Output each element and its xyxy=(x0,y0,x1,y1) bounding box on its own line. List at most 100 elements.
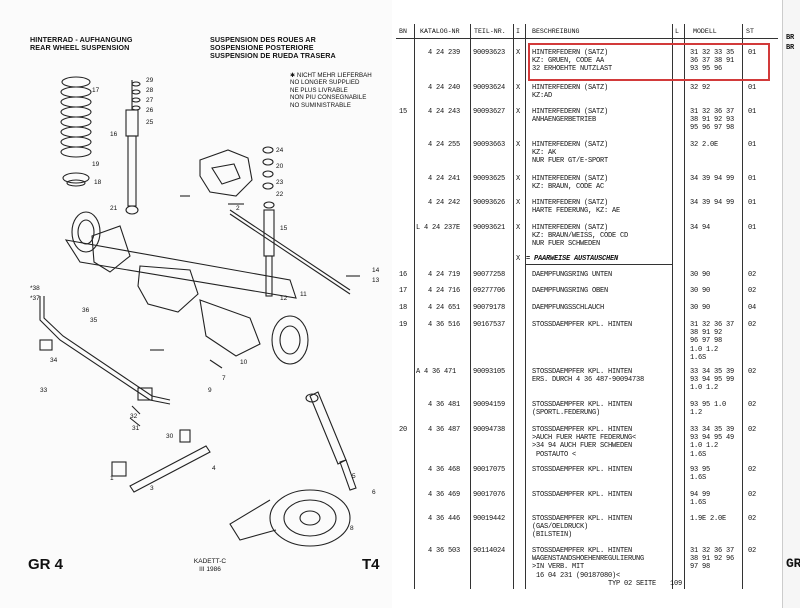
column-divider xyxy=(672,24,673,589)
model-codes: 34 39 94 99 xyxy=(690,175,735,183)
edge-footer: GR xyxy=(786,556,800,571)
part-number: 90093623 xyxy=(473,49,506,57)
model-codes: 93 95 1.6S xyxy=(690,466,711,483)
model-codes: 34 94 xyxy=(690,224,711,232)
part-number: 90114024 xyxy=(473,547,506,555)
callout-label: 31 xyxy=(132,425,140,432)
catalog-number: 4 36 468 xyxy=(428,466,461,474)
callout-label: 9 xyxy=(208,387,212,394)
col-header-l: L xyxy=(675,28,679,35)
description: STOSSDAEMPFER KPL. HINTEN WAGENSTANDSHOE… xyxy=(532,547,645,580)
upper-bracket-drawing xyxy=(199,146,274,197)
callout-label: 11 xyxy=(300,291,307,298)
quantity: 01 xyxy=(748,224,757,232)
column-divider xyxy=(684,24,685,589)
callout-label: 25 xyxy=(146,119,154,126)
callout-label: 30 xyxy=(166,433,174,440)
part-number: 90093624 xyxy=(473,84,506,92)
quantity: 02 xyxy=(748,491,757,499)
col-header-i: I xyxy=(516,28,520,35)
column-divider xyxy=(525,24,526,589)
callout-labels: 29 28 27 26 25 17 19 18 16 24 20 23 22 2… xyxy=(30,77,380,532)
header-line: SUSPENSION DE RUEDA TRASERA xyxy=(210,51,336,60)
callout-label: 36 xyxy=(82,307,90,314)
catalog-number: 4 24 719 xyxy=(428,271,461,279)
legend-line: ✱ NICHT MEHR LIEFERBAH xyxy=(290,72,372,79)
edge-text: BR xyxy=(786,44,795,52)
part-number: 90093625 xyxy=(473,175,506,183)
model-codes: 33 34 35 39 93 94 95 99 1.0 1.2 xyxy=(690,368,735,393)
catalog-number: 4 24 240 xyxy=(428,84,461,92)
quantity: 01 xyxy=(748,84,757,92)
column-divider xyxy=(742,24,743,589)
part-number: 90094738 xyxy=(473,426,506,434)
callout-label: 27 xyxy=(146,97,154,104)
part-number: 90093621 xyxy=(473,224,506,232)
callout-label: 33 xyxy=(40,387,48,394)
left-catalog-page: HINTERRAD - AUFHANGUNG REAR WHEEL SUSPEN… xyxy=(0,0,392,608)
figure-number: 19 xyxy=(399,321,408,329)
model-footer: KADETT-C III 1986 xyxy=(180,558,240,574)
index-mark: X xyxy=(516,224,521,232)
callout-label: 18 xyxy=(94,179,102,186)
quantity: 01 xyxy=(748,49,757,57)
col-header-teil: TEIL-NR. xyxy=(474,28,506,35)
quantity: 02 xyxy=(748,287,757,295)
model-name: KADETT-C xyxy=(193,558,227,565)
right-catalog-page xyxy=(392,0,780,608)
note-underline xyxy=(526,264,672,265)
quantity: 01 xyxy=(748,141,757,149)
description: STOSSDAEMPFER KPL. HINTEN ERS. DURCH 4 3… xyxy=(532,368,645,385)
catalog-number: A 4 36 471 xyxy=(416,368,457,376)
description: HINTERFEDERN (SATZ) KZ: GRUEN, CODE AA 3… xyxy=(532,49,613,74)
callout-label: 28 xyxy=(146,87,154,94)
callout-label: 8 xyxy=(350,525,354,532)
quantity: 01 xyxy=(748,108,757,116)
edge-text: BR xyxy=(786,34,795,42)
part-number: 90094159 xyxy=(473,401,506,409)
description: HINTERFEDERN (SATZ) HARTE FEDERUNG, KZ: … xyxy=(532,199,621,216)
callout-label: 1 xyxy=(110,475,114,482)
model-codes: 32 92 xyxy=(690,84,711,92)
part-number: 90093105 xyxy=(473,368,506,376)
header-line: SOSPENSIONE POSTERIORE xyxy=(210,43,314,52)
catalog-number: L 4 24 237E xyxy=(416,224,461,232)
description: HINTERFEDERN (SATZ) KZ:AD xyxy=(532,84,609,101)
description: STOSSDAEMPFER KPL. HINTEN (SPORTL.FEDERU… xyxy=(532,401,633,418)
callout-label: 2 xyxy=(236,205,240,212)
callout-label: 23 xyxy=(276,179,284,186)
catalog-number: 4 24 716 xyxy=(428,287,461,295)
brake-drum-drawing xyxy=(229,489,351,547)
description: HINTERFEDERN (SATZ) KZ: AK NUR FUER GT/E… xyxy=(532,141,609,166)
quantity: 02 xyxy=(748,271,757,279)
callout-label: 14 xyxy=(372,267,380,274)
next-page-edge: BR BR GR xyxy=(782,0,800,608)
quantity: 02 xyxy=(748,547,757,555)
column-divider xyxy=(414,24,415,589)
model-codes: 30 90 xyxy=(690,287,711,295)
callout-label: 4 xyxy=(212,465,216,472)
callout-label: 32 xyxy=(130,413,138,420)
quantity: 02 xyxy=(748,368,757,376)
description: HINTERFEDERN (SATZ) KZ: BRAUN, CODE AC xyxy=(532,175,609,192)
col-header-katalog: KATALOG-NR xyxy=(420,28,460,35)
description: HINTERFEDERN (SATZ) KZ: BRAUN/WEISS, COD… xyxy=(532,224,629,249)
index-mark: X xyxy=(516,255,521,263)
part-number: 90093627 xyxy=(473,108,506,116)
part-number: 90093663 xyxy=(473,141,506,149)
header-line: REAR WHEEL SUSPENSION xyxy=(30,43,130,52)
description: STOSSDAEMPFER KPL. HINTEN xyxy=(532,491,633,499)
quantity: 04 xyxy=(748,304,757,312)
description: STOSSDAEMPFER KPL. HINTEN xyxy=(532,321,633,329)
page-footer-note: TYP 02 SEITE xyxy=(608,580,657,588)
quantity: 02 xyxy=(748,426,757,434)
callout-label: 19 xyxy=(92,161,100,168)
model-codes: 1.9E 2.0E xyxy=(690,515,727,523)
bolts-drawing xyxy=(129,195,360,427)
header-line: HINTERRAD - AUFHANGUNG xyxy=(30,35,133,44)
callout-label: 24 xyxy=(276,147,284,154)
callout-label: 21 xyxy=(110,205,118,212)
column-divider xyxy=(470,24,471,589)
callout-label: 7 xyxy=(222,375,226,382)
model-codes: 94 99 1.6S xyxy=(690,491,711,508)
